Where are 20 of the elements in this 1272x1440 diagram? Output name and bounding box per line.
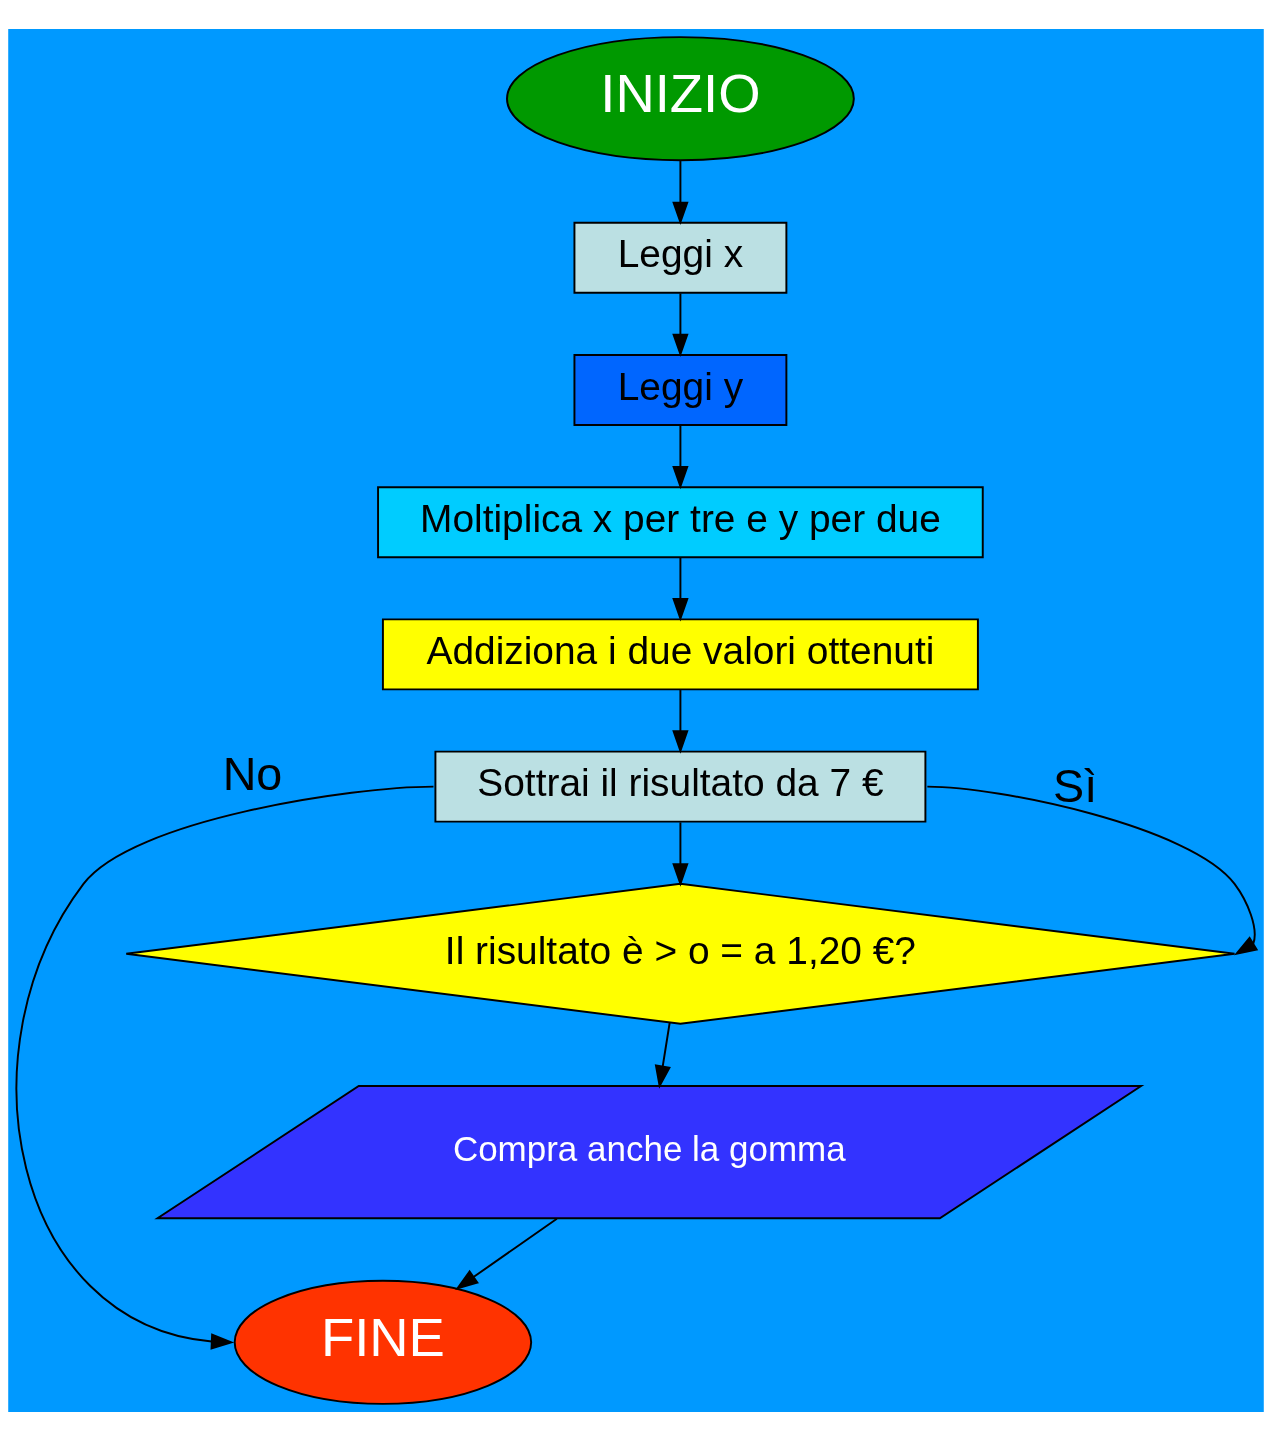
edge-label: No [222,747,283,800]
node-diamond: Il risultato è > o = a 1,20 €? [125,882,1236,1025]
arrow [672,159,689,225]
node-ellipse: INIZIO [506,35,855,161]
arrow [926,785,1259,955]
node-box: Leggi y [573,353,788,426]
node-box: Sottrai il risultato da 7 € [434,750,927,823]
arrow [672,556,689,621]
node-box: Moltiplica x per tre e y per due [377,485,984,558]
arrow [654,1021,671,1089]
arrow [455,1217,558,1290]
node-box: Addiziona i due valori ottenuti [381,617,979,690]
node-ellipse: FINE [233,1279,533,1405]
arrow [672,688,689,754]
edge-label: Sì [1053,759,1098,812]
arrow [15,785,435,1350]
arrow [672,820,689,887]
node-box: Leggi x [573,221,788,294]
arrow [672,424,689,489]
arrow [672,291,689,357]
